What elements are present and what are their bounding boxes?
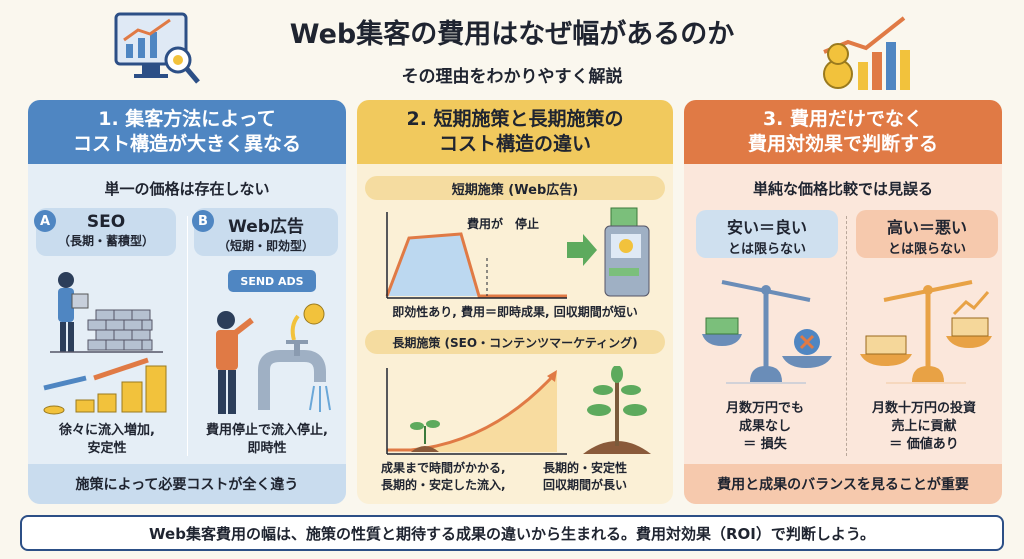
expensive-caption: 月数十万円の投資 売上に貢献 ＝ 価値あり (871, 401, 976, 453)
panel-footer: 費用と成果のバランスを見ることが重要 (684, 464, 1002, 504)
cheap-title: 安い＝良い (726, 218, 807, 237)
balance-scale-value-icon (860, 280, 992, 384)
panel-lead: 単純な価格比較では見誤る (752, 180, 933, 198)
badge-a: A (34, 210, 56, 232)
balance-scale-loss-icon (702, 280, 832, 384)
page-subtitle: その理由をわかりやすく解説 (401, 67, 623, 87)
panel-short-vs-long: 2. 短期施策と長期施策の コスト構造の違い 短期施策 (Web広告) 費用が … (357, 100, 673, 504)
page-title: Web集客の費用はなぜ幅があるのか (289, 19, 735, 50)
growth-chart-coins-icon (823, 16, 910, 90)
panel-heading: 3. 費用だけでなく 費用対効果で判断する (684, 100, 1002, 164)
cheap-card: 安い＝良い とは限らない (696, 210, 838, 258)
seo-title: SEO (86, 212, 126, 232)
seo-subtitle: （長期・蓄積型） (57, 234, 154, 248)
web-ads-title: Web広告 (228, 217, 304, 237)
panel-cost-structure: 1. 集客方法によって コスト構造が大きく異なる 単一の価格は存在しない SEO… (28, 100, 346, 504)
send-ads-button[interactable]: SEND ADS (228, 270, 316, 292)
badge-b: B (192, 210, 214, 232)
cheap-subtitle: とは限らない (727, 242, 806, 257)
summary-banner: Web集客費用の幅は、施策の性質と期待する成果の違いから生まれる。費用対効果（R… (20, 515, 1004, 551)
cheap-caption: 月数万円でも 成果なし ＝ 損失 (725, 401, 804, 453)
panel-roi: 3. 費用だけでなく 費用対効果で判断する 単純な価格比較では見誤る 安い＝良い… (684, 100, 1002, 504)
tree-icon (583, 366, 651, 454)
long-term-label: 長期施策 (SEO・コンテンツマーケティング) (365, 330, 665, 354)
panel-lead: 単一の価格は存在しない (104, 180, 270, 198)
panel-heading: 1. 集客方法によって コスト構造が大きく異なる (28, 100, 346, 164)
short-term-caption: 即効性あり, 費用＝即時成果, 回収期間が短い (392, 305, 638, 319)
short-term-cost-chart (385, 212, 567, 299)
long-term-caption-left: 成果まで時間がかかる, 長期的・安定した流入, (381, 461, 506, 492)
person-faucet-icon (216, 303, 331, 414)
panel-footer: 施策によって必要コストが全く違う (28, 464, 346, 504)
web-ads-caption: 費用停止で流入停止, 即時性 (206, 423, 328, 457)
expensive-subtitle: とは限らない (887, 242, 966, 257)
cost-stop-annotation: 費用が 停止 (467, 217, 540, 231)
short-term-label: 短期施策 (Web広告) (365, 176, 665, 200)
expensive-title: 高い＝悪い (886, 218, 967, 237)
brick-building-coins-icon (43, 272, 167, 415)
analytics-monitor-icon (114, 12, 200, 84)
panel-heading: 2. 短期施策と長期施策の コスト構造の違い (357, 100, 673, 164)
seo-caption: 徐々に流入増加, 安定性 (59, 423, 155, 457)
arrow-atm-icon (567, 207, 650, 297)
web-ads-subtitle: （短期・即効型） (217, 239, 314, 253)
expensive-card: 高い＝悪い とは限らない (856, 210, 998, 258)
long-term-caption-right: 長期的・安定性 回収期間が長い (543, 461, 628, 492)
web-ads-card: Web広告 （短期・即効型） (194, 208, 338, 256)
seo-card: SEO （長期・蓄積型） (36, 208, 176, 256)
long-term-growth-chart (386, 368, 567, 455)
